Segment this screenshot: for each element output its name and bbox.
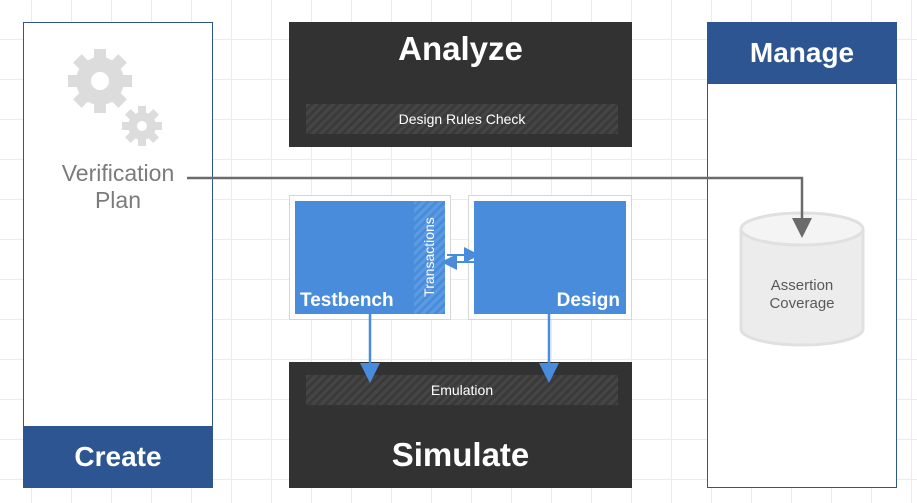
- manage-header: Manage: [707, 22, 897, 84]
- analyze-title: Analyze: [398, 30, 523, 67]
- simulate-title: Simulate: [391, 436, 530, 473]
- emulation-bar: Emulation: [306, 375, 618, 405]
- verification-plan-label: Verification Plan: [61, 160, 175, 213]
- design-rules-check-bar: Design Rules Check: [306, 104, 618, 134]
- plan-to-coverage-arrow: [187, 176, 812, 238]
- gears-icon: [68, 49, 162, 146]
- assertion-coverage-label: Assertion Coverage: [769, 277, 835, 312]
- design-block: [474, 201, 626, 314]
- create-header: Create: [23, 426, 213, 488]
- design-label: Design: [556, 290, 620, 311]
- testbench-label: Testbench: [300, 290, 394, 311]
- transactions-stripe: [414, 201, 445, 314]
